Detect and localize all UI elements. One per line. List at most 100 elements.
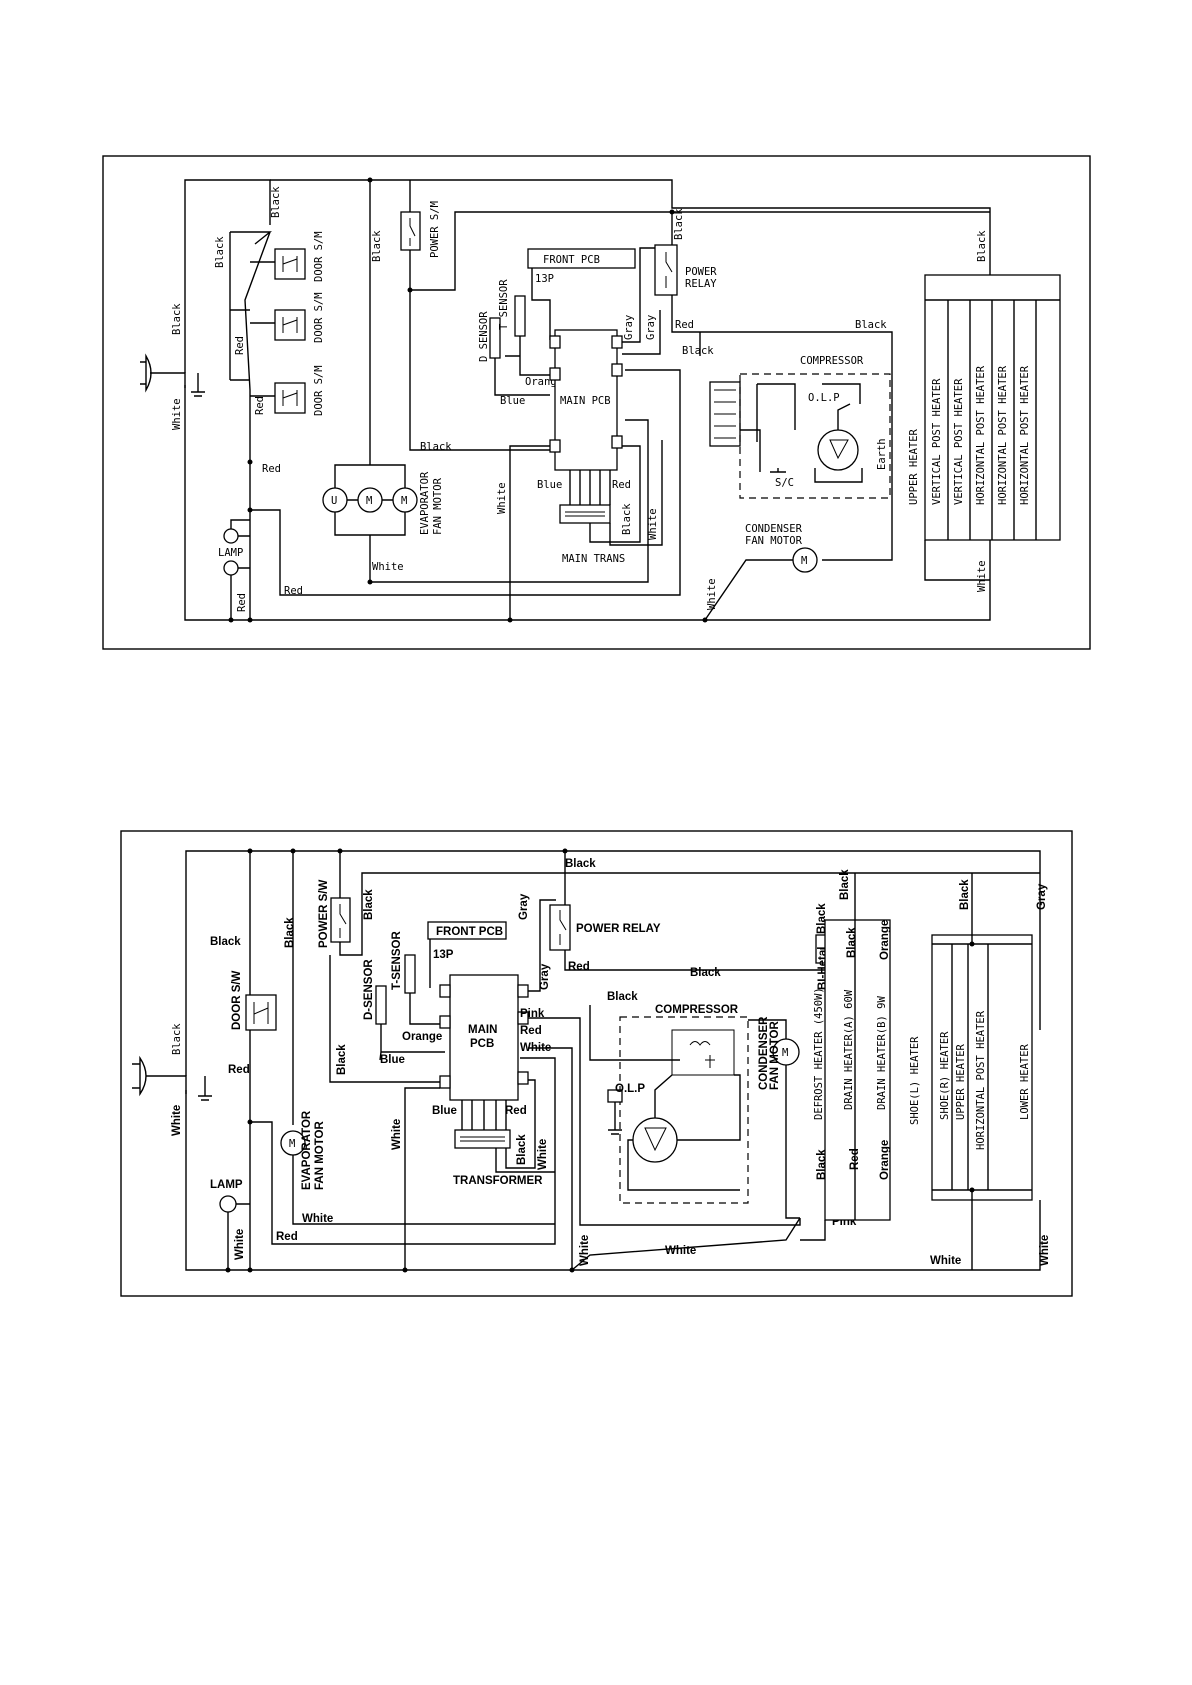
- motor-label: M: [801, 555, 807, 567]
- wire-label: Orange: [879, 920, 891, 960]
- front-pcb-label: FRONT PCB: [436, 926, 503, 938]
- wire-label: White: [930, 1255, 961, 1267]
- compressor-motor-icon: [817, 429, 859, 471]
- power-switch[interactable]: [400, 211, 421, 251]
- wire-label: White: [537, 1139, 549, 1170]
- heater-label: VERTICAL POST HEATER: [931, 378, 943, 505]
- connector-label: 13P: [433, 949, 454, 961]
- heater-label: HORIZONTAL POST HEATER: [975, 365, 987, 505]
- connector-label: 13P: [535, 273, 554, 285]
- wire-label: Black: [336, 1044, 348, 1075]
- door-switch-label: DOOR S/M: [313, 231, 325, 282]
- compressor-motor-icon: [632, 1117, 678, 1163]
- wire-label: White: [171, 1105, 183, 1136]
- door-switch[interactable]: [245, 994, 277, 1031]
- lamp-label: LAMP: [210, 1179, 243, 1191]
- wire-label: Blue: [380, 1054, 405, 1066]
- wire-label: Black: [270, 186, 282, 218]
- wire-label: Red: [254, 396, 266, 415]
- heater-label: SHOE(R) HEATER: [939, 1031, 951, 1120]
- wire-label: Black: [516, 1134, 528, 1165]
- wire-label: Black: [284, 917, 296, 948]
- compressor-label: COMPRESSOR: [655, 1004, 739, 1016]
- door-switch-label: DOOR S/M: [313, 292, 325, 343]
- wire-label: White: [579, 1235, 591, 1266]
- motor-label: M: [366, 495, 372, 507]
- sensor-label: D SENSOR: [478, 311, 490, 362]
- wire-label: Red: [284, 585, 303, 597]
- heater-group-2: [931, 934, 1033, 1201]
- heater-lines-1: [925, 299, 1060, 540]
- wire-label: Red: [262, 463, 281, 475]
- wire-label: Black: [214, 236, 226, 268]
- lamp-icon: [219, 1195, 237, 1213]
- motor-m-icon: [357, 487, 383, 513]
- motor-label: M: [782, 1047, 788, 1059]
- main-pcb[interactable]: [554, 329, 618, 471]
- power-relay-label: RELAY: [685, 278, 717, 290]
- main-pcb-label: MAIN PCB: [560, 395, 611, 407]
- wire-label: Black: [855, 319, 887, 331]
- wire-label: Red: [520, 1025, 542, 1037]
- olp-label: O.L.P: [808, 392, 840, 404]
- wire-label: Orange: [402, 1031, 442, 1043]
- evaporator-label: EVAPORATOR: [419, 471, 431, 535]
- transformer[interactable]: [454, 1129, 511, 1149]
- heater-label: DRAIN HEATER(B) 9W: [876, 996, 888, 1110]
- main-transformer[interactable]: [559, 504, 611, 524]
- wire-label: Red: [276, 1231, 298, 1243]
- wire-label: Black: [846, 927, 858, 958]
- compressor-label: COMPRESSOR: [800, 355, 864, 367]
- power-plug-icon: [140, 353, 205, 397]
- compressor-box: [739, 373, 891, 499]
- heater-label: HORIZONTAL POST HEATER: [1019, 365, 1031, 505]
- wire-label: Blue: [432, 1105, 457, 1117]
- compressor-box: [619, 1016, 749, 1204]
- heater-label: LOWER HEATER: [1019, 1043, 1031, 1120]
- wire-label: Gray: [539, 963, 551, 990]
- heater-label: UPPER HEATER: [955, 1043, 967, 1120]
- transformer-label: MAIN TRANS: [562, 553, 625, 565]
- door-switch-label: DOOR S/W: [231, 970, 243, 1030]
- wire-label: White: [1039, 1235, 1051, 1266]
- door-switch-label: DOOR S/M: [313, 365, 325, 416]
- defrost-heater-group: [824, 919, 891, 1221]
- condenser-label: FAN MOTOR: [745, 535, 803, 547]
- wire-label: Black: [565, 858, 596, 870]
- power-relay[interactable]: [654, 244, 678, 296]
- lamp-label: LAMP: [218, 547, 243, 559]
- main-pcb[interactable]: [449, 974, 519, 1101]
- wire-label: Orange: [879, 1140, 891, 1180]
- front-pcb[interactable]: [427, 921, 507, 940]
- lamp-icon: [223, 528, 239, 544]
- front-pcb-label: FRONT PCB: [543, 254, 600, 266]
- t-sensor: [404, 954, 416, 994]
- heater-label: DRAIN HEATER(A) 60W: [843, 989, 855, 1110]
- wire-label: Black: [959, 879, 971, 910]
- wire-label: Red: [505, 1105, 527, 1117]
- lamp-socket-icon: [223, 560, 239, 576]
- wire-label: Gray: [623, 315, 635, 340]
- wire-label: Black: [673, 208, 685, 240]
- door-switch-2[interactable]: [274, 309, 306, 341]
- wire-label: Black: [621, 503, 633, 535]
- wire-label: White: [665, 1245, 696, 1257]
- wire-label: White: [171, 398, 183, 430]
- power-relay[interactable]: [549, 904, 571, 951]
- door-switch-1[interactable]: [274, 248, 306, 280]
- wire-label: White: [647, 508, 659, 540]
- heater-label: SHOE(L) HEATER: [909, 1036, 921, 1125]
- wire-label: Black: [171, 303, 183, 335]
- wire-label: Black: [371, 230, 383, 262]
- wire-label: Black: [607, 991, 638, 1003]
- main-pcb-label: MAIN: [468, 1024, 497, 1036]
- wire-label: Gray: [1036, 883, 1048, 910]
- motor-m-icon: [392, 487, 418, 513]
- door-switch-3[interactable]: [274, 382, 306, 414]
- wire-label: Black: [420, 441, 452, 453]
- wire-label: White: [976, 560, 988, 592]
- ptc-relay-box: [671, 1029, 735, 1076]
- heater-label: UPPER HEATER: [908, 428, 920, 505]
- front-pcb[interactable]: [527, 248, 636, 269]
